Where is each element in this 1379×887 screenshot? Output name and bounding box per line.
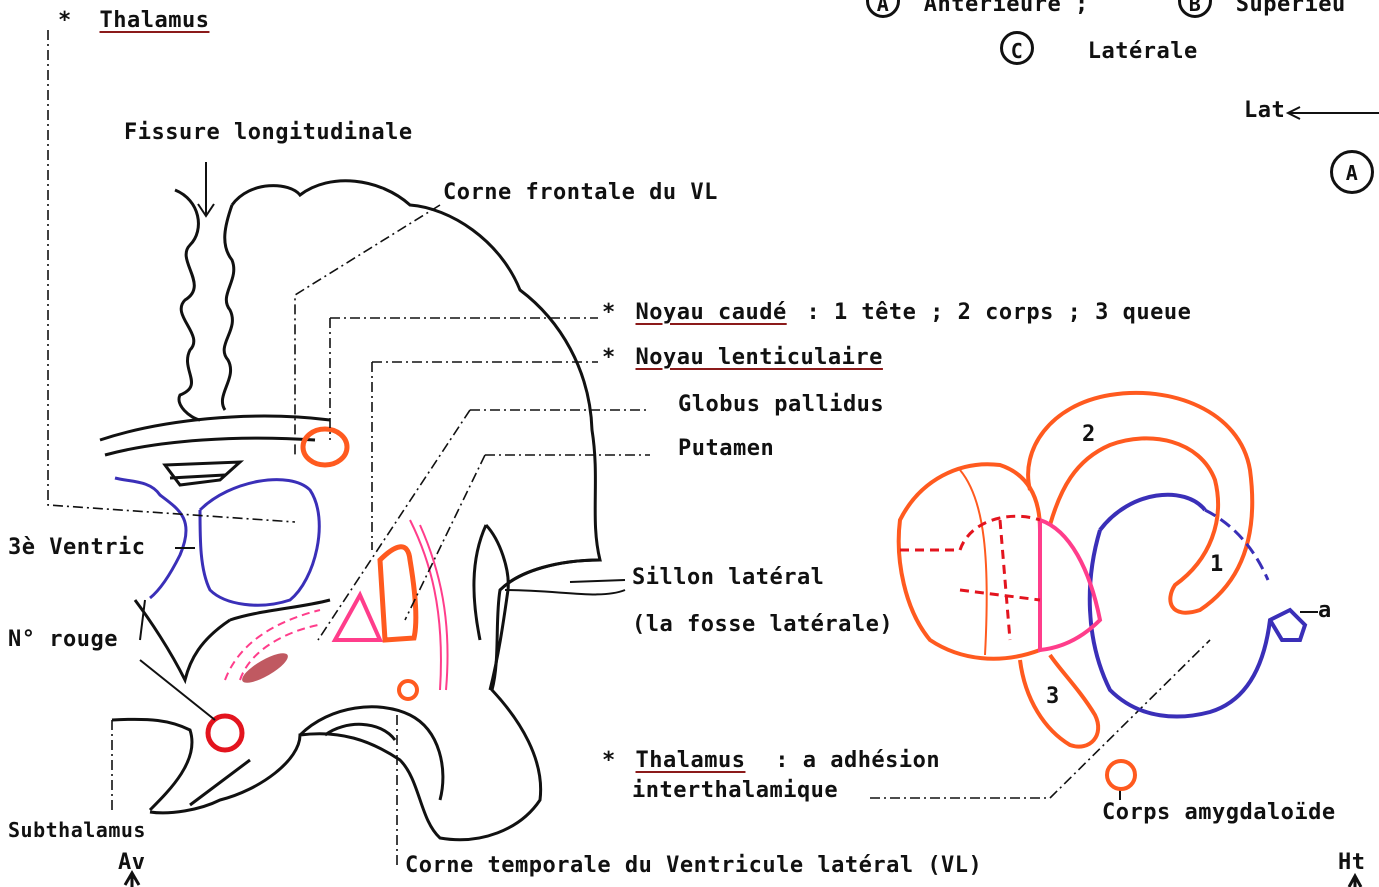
amygdala-left: [399, 681, 417, 699]
star-mark: *: [602, 345, 616, 370]
thalamus-left: [115, 478, 319, 605]
putamen-label: Putamen: [678, 436, 774, 461]
fosse-label: (la fosse latérale): [632, 612, 893, 637]
noyau-lenticulaire-text: Noyau lenticulaire: [636, 345, 883, 370]
ht-arrow: [1349, 876, 1361, 887]
noyau-caude-detail: : 1 tête ; 2 corps ; 3 queue: [806, 300, 1191, 325]
circle-b-badge: B: [1178, 0, 1212, 18]
leader-lines: [48, 30, 1210, 868]
globus-label: Globus pallidus: [678, 392, 884, 417]
view-b-label: B Supérieu: [1178, 0, 1346, 18]
av-label: Av: [118, 850, 146, 875]
thalamus-top-label: * Thalamus: [58, 8, 209, 33]
lat-label: Lat: [1244, 98, 1285, 123]
circle-a-badge: A: [866, 0, 900, 18]
corps-amyg-label: Corps amygdaloïde: [1102, 800, 1336, 825]
star-mark: *: [58, 8, 72, 33]
noyau-caude-label: * Noyau caudé : 1 tête ; 2 corps ; 3 que…: [602, 300, 1191, 325]
thalamus-right: [1090, 495, 1305, 717]
fornix: [165, 462, 240, 485]
thalamus-top-text: Thalamus: [100, 8, 210, 33]
coronal-section: [100, 181, 600, 840]
subthalamus-curve: [112, 719, 192, 810]
caudate-body: [1028, 393, 1252, 613]
view-c-text: Latérale: [1088, 39, 1198, 64]
longitudinal-fissure: [175, 190, 234, 420]
globus-3d: [1040, 520, 1100, 650]
putamen-3d: [899, 464, 1040, 658]
star-mark: *: [602, 300, 616, 325]
number-3: 3: [1046, 684, 1060, 709]
letter-a: a: [1318, 598, 1332, 623]
adhesion-text: : a adhésion: [775, 748, 940, 773]
putamen-3d-inner: [960, 470, 987, 655]
sillon-label: Sillon latéral: [632, 565, 824, 590]
circle-c-badge: C: [1000, 31, 1034, 65]
globus-pallidus-shape: [335, 595, 380, 640]
amygdala-right: [1107, 761, 1135, 789]
fissure-label: Fissure longitudinale: [124, 120, 413, 145]
view-b-text: Supérieu: [1236, 0, 1346, 17]
no-rouge-label: N° rouge: [8, 627, 118, 652]
hemisphere-outline: [150, 181, 600, 840]
medial-contour: [135, 600, 330, 680]
lateral-sulcus: [474, 525, 600, 690]
noyau-caude-text: Noyau caudé: [636, 300, 787, 325]
corne-temporale-label: Corne temporale du Ventricule latéral (V…: [405, 853, 982, 878]
interthal-label: interthalamique: [632, 778, 838, 803]
lenticular-dashed: [900, 516, 1040, 640]
view-a-right-badge: A: [1330, 150, 1374, 194]
view-a-text: Antérieure ;: [924, 0, 1089, 17]
red-nucleus: [208, 716, 242, 750]
circle-a-right: A: [1330, 150, 1374, 194]
view-a-label: A Antérieure ;: [866, 0, 1089, 18]
ht-label: Ht: [1338, 850, 1366, 875]
star-mark: *: [602, 748, 616, 773]
caudate-head-left: [303, 429, 347, 465]
thalamus-bottom-label: * Thalamus : a adhésion: [602, 748, 940, 773]
putamen-shape: [380, 547, 416, 640]
number-1: 1: [1210, 552, 1224, 577]
thalamus-bottom-text: Thalamus: [636, 748, 746, 773]
temporal-lobe: [190, 707, 443, 805]
view-c-label: C Latérale: [1000, 31, 1198, 65]
ventric3-label: 3è Ventric: [8, 535, 145, 560]
noyau-lenticulaire-label: * Noyau lenticulaire: [602, 345, 883, 370]
lateral-3d-view: [899, 393, 1305, 789]
number-2: 2: [1082, 422, 1096, 447]
corne-frontale-label: Corne frontale du VL: [443, 180, 718, 205]
av-arrow: [125, 873, 139, 887]
subthalamus-label: Subthalamus: [8, 818, 146, 842]
